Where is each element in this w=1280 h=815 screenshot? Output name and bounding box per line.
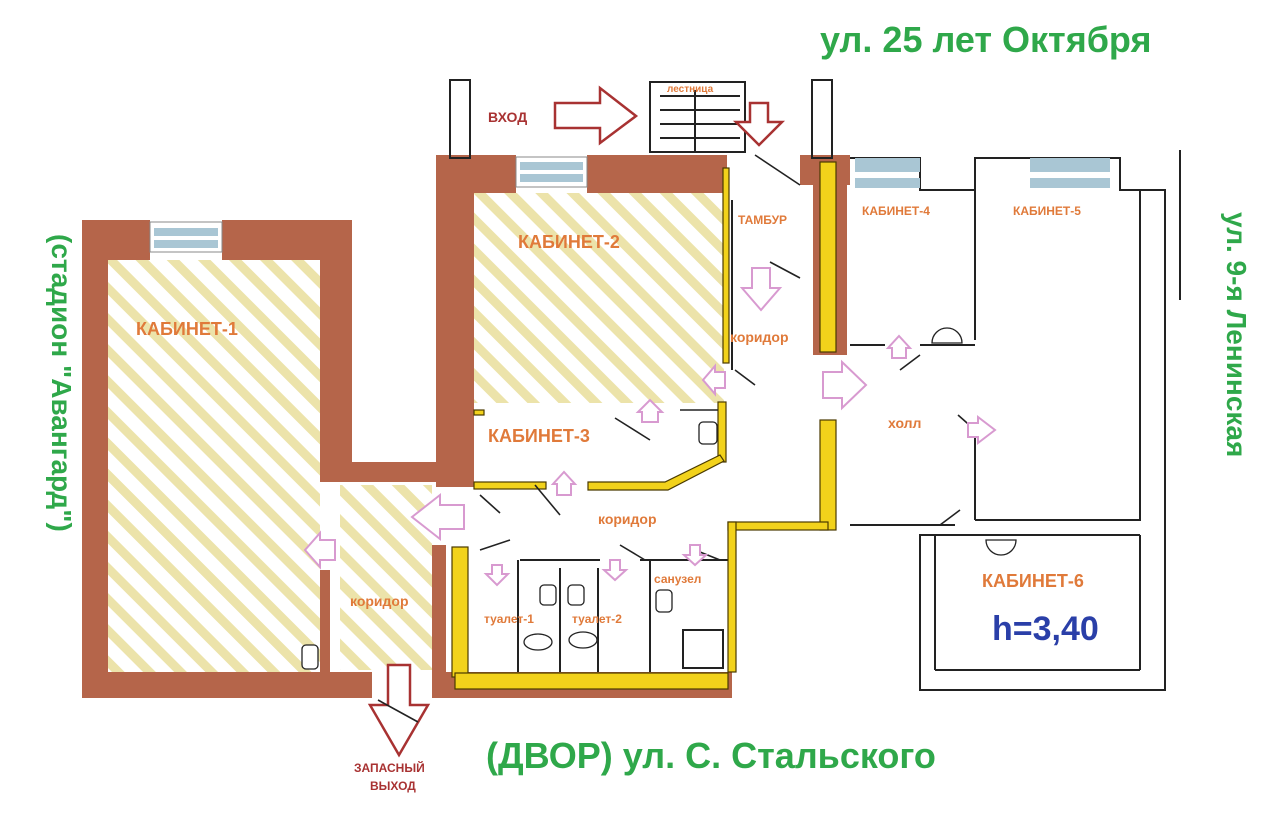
flow-arrows [303, 267, 997, 587]
hatched-areas [108, 193, 724, 672]
street-left: (стадион "Авангард") [46, 234, 77, 532]
street-bottom: (ДВОР) ул. С. Стальского [486, 735, 936, 776]
exit-door-swing [377, 699, 419, 723]
room-label-corridor-mid: коридор [598, 511, 657, 527]
walls [82, 155, 850, 698]
room-label-hall: холл [888, 415, 921, 431]
entrance-arrow [367, 85, 786, 758]
room-label-k5: КАБИНЕТ-5 [1013, 204, 1081, 218]
room-labels: КАБИНЕТ-1 КАБИНЕТ-2 КАБИНЕТ-3 КАБИНЕТ-4 … [136, 84, 1084, 626]
outline-walls [449, 79, 1181, 691]
room-label-k1: КАБИНЕТ-1 [136, 319, 238, 339]
ceiling-height: h=3,40 [992, 610, 1099, 648]
room-label-k2: КАБИНЕТ-2 [518, 232, 620, 252]
room-label-toilet2: туалет-2 [572, 612, 622, 626]
room-label-k6: КАБИНЕТ-6 [982, 571, 1084, 591]
entrance-label: ВХОД [488, 109, 527, 125]
room-label-sanuzel: санузел [654, 572, 701, 586]
room-label-corridor-top: коридор [730, 329, 789, 345]
windows [149, 156, 1110, 253]
room-label-k3: КАБИНЕТ-3 [488, 426, 590, 446]
room-label-stairs: лестница [667, 84, 714, 95]
yellow-partitions [451, 161, 837, 690]
room-label-toilet1: туалет-1 [484, 612, 534, 626]
street-right: ул. 9-я Ленинская [1221, 212, 1252, 457]
fixtures [301, 327, 1017, 670]
room-label-tambur: ТАМБУР [738, 213, 787, 227]
exit-label-line1: ЗАПАСНЫЙ [354, 760, 425, 775]
exit-label-line2: ВЫХОД [370, 779, 416, 793]
street-top: ул. 25 лет Октября [820, 19, 1151, 60]
room-label-k4: КАБИНЕТ-4 [862, 204, 930, 218]
room-label-corridor-left: коридор [350, 593, 409, 609]
